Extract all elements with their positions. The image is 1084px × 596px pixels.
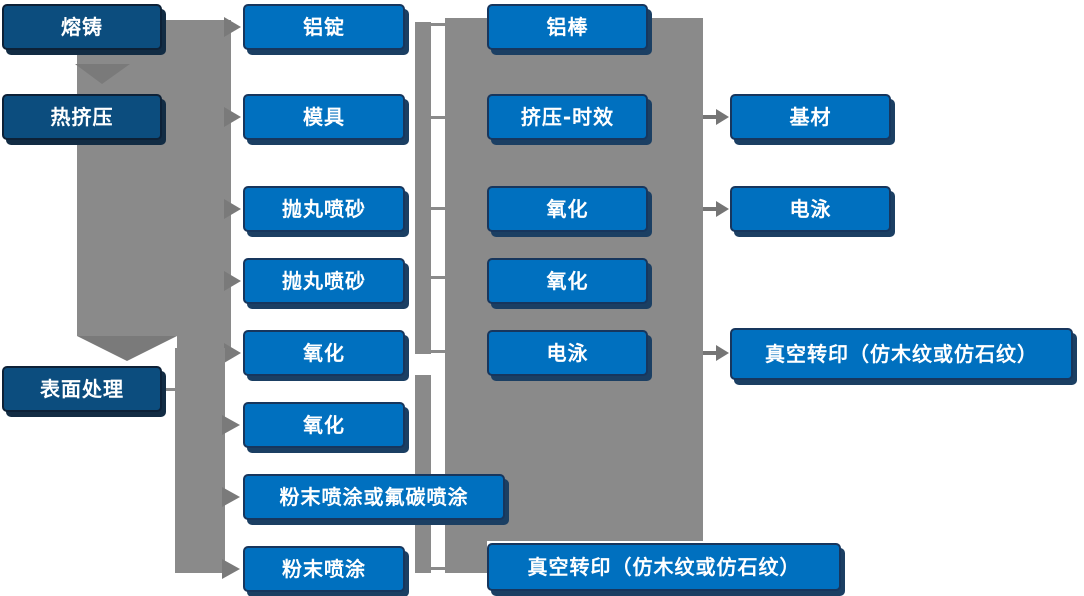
node-vacuum-transfer-print-1: 真空转印（仿木纹或仿石纹） — [487, 543, 841, 591]
arrow-into-base-material — [716, 109, 729, 125]
stub-row-1 — [431, 23, 445, 26]
arrow-into-electrophoresis-2 — [716, 201, 729, 217]
node-base-material: 基材 — [730, 94, 891, 140]
arrow-stem-into-vacuum-transfer-print-2 — [703, 351, 717, 355]
arrow-into-powder-coating — [222, 559, 240, 579]
surface-treatment-stub — [163, 388, 175, 391]
stub-row-2 — [431, 116, 445, 119]
arrow-into-vacuum-transfer-print-2 — [716, 345, 729, 361]
arrow-into-powder-or-fluorocarbon — [222, 487, 240, 507]
node-mold: 模具 — [243, 94, 405, 140]
stub-row-4 — [431, 276, 445, 279]
node-electrophoresis-2: 电泳 — [730, 186, 891, 232]
node-extrusion-aging: 挤压-时效 — [487, 94, 648, 140]
node-oxidation-1: 氧化 — [243, 330, 405, 376]
node-oxidation-3: 氧化 — [487, 186, 648, 232]
arrow-into-shot-blasting-2 — [224, 271, 241, 291]
arrow-stem-into-electrophoresis-2 — [703, 207, 717, 211]
node-melting-casting: 熔铸 — [2, 4, 162, 50]
stub-row-3 — [431, 207, 445, 210]
node-oxidation-2: 氧化 — [243, 402, 405, 448]
node-surface-treatment: 表面处理 — [2, 366, 162, 412]
arrow-into-oxidation-2 — [222, 415, 240, 435]
node-shot-blasting-1: 抛丸喷砂 — [243, 186, 405, 232]
node-aluminum-rod: 铝棒 — [487, 4, 648, 50]
arrow-down-melting-to-extrusion — [75, 64, 130, 84]
surface-treatment-bus — [175, 348, 225, 573]
node-electrophoresis-1: 电泳 — [487, 330, 648, 376]
node-aluminum-ingot: 铝锭 — [243, 4, 405, 50]
arrow-into-oxidation-1 — [224, 343, 241, 363]
stub-row-5 — [431, 350, 445, 353]
node-powder-coating: 粉末喷涂 — [243, 546, 405, 592]
node-hot-extrusion: 热挤压 — [2, 94, 162, 140]
arrow-down-to-surface-treatment — [77, 336, 177, 361]
node-powder-or-fluorocarbon: 粉末喷涂或氟碳喷涂 — [243, 474, 505, 520]
node-shot-blasting-2: 抛丸喷砂 — [243, 258, 405, 304]
arrow-stem-into-base-material — [703, 115, 717, 119]
arrow-into-shot-blasting-1 — [224, 199, 241, 219]
mid-connector-bar-upper — [415, 22, 431, 354]
stub-row-8 — [431, 567, 445, 570]
arrow-into-aluminum-ingot — [224, 17, 241, 37]
arrow-into-mold — [224, 107, 241, 127]
column3-band-extension — [445, 541, 487, 573]
node-oxidation-4: 氧化 — [487, 258, 648, 304]
node-vacuum-transfer-print-2: 真空转印（仿木纹或仿石纹） — [730, 328, 1073, 380]
